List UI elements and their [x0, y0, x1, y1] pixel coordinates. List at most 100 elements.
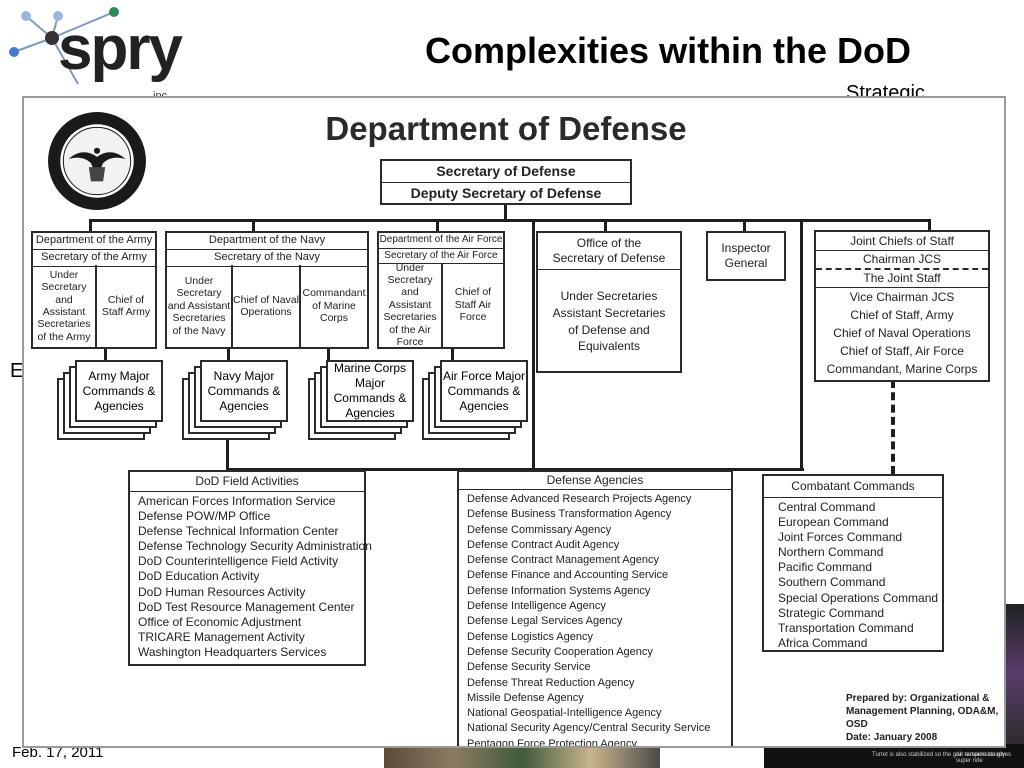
- photo-caption-2: Air suspension gives super ride: [956, 752, 1012, 764]
- defense-agency-item: Defense Business Transformation Agency: [467, 508, 672, 521]
- org-chart-title: Department of Defense: [325, 110, 687, 147]
- jcs-header: Joint Chiefs of Staff: [816, 232, 988, 251]
- marine-commands: Marine Corps Major Commands & Agencies: [326, 360, 414, 422]
- combatant-command-item: Pacific Command: [778, 560, 873, 575]
- secretary-of-defense: Secretary of Defense: [382, 161, 630, 183]
- prepared-line: Prepared by: Organizational &: [846, 693, 990, 704]
- connector: [604, 219, 607, 233]
- defense-agency-item: Defense Security Service: [467, 661, 591, 674]
- combatant-command-item: Transportation Command: [778, 620, 914, 635]
- connector: [504, 205, 507, 219]
- connector: [226, 468, 804, 471]
- navy-dept-header: Department of the Navy: [167, 233, 367, 250]
- combatant-command-item: Southern Command: [778, 575, 886, 590]
- connector: [104, 348, 107, 360]
- field-activities-header: DoD Field Activities: [130, 472, 364, 492]
- field-activity-item: Office of Economic Adjustment: [138, 614, 302, 629]
- chief-of-naval-operations: Chief of Naval Operations: [233, 293, 299, 318]
- connector: [451, 348, 454, 360]
- footer-date: Feb. 17, 2011: [12, 744, 104, 761]
- army-commands: Army Major Commands & Agencies: [75, 360, 163, 422]
- defense-agency-item: Defense Contract Audit Agency: [467, 538, 620, 551]
- field-activity-item: Washington Headquarters Services: [138, 644, 327, 659]
- jcs-box: Joint Chiefs of Staff Chairman JCS The J…: [814, 230, 990, 382]
- dashed-connector: [891, 380, 895, 474]
- combatant-command-item: Special Operations Command: [778, 590, 939, 605]
- network-logo-icon: [9, 7, 119, 85]
- army-under-secretaries: Under Secretary and Assistant Secretarie…: [37, 268, 91, 343]
- jcs-member: Vice Chairman JCS: [849, 290, 955, 304]
- connector: [327, 348, 330, 360]
- dod-seal-icon: [48, 112, 146, 210]
- army-box: Department of the Army Secretary of the …: [31, 231, 157, 349]
- field-activity-item: DoD Education Activity: [138, 569, 260, 584]
- defense-agency-item: Defense Finance and Accounting Service: [467, 569, 669, 582]
- defense-agency-item: Defense Information Systems Agency: [467, 584, 651, 597]
- combatant-command-item: European Command: [778, 515, 889, 530]
- prepared-by-note: Prepared by: Organizational & Management…: [846, 692, 998, 744]
- connector: [226, 438, 229, 468]
- field-activity-item: DoD Human Resources Activity: [138, 584, 306, 599]
- prepared-line: OSD: [846, 719, 868, 730]
- osd-body: Under Secretaries Assistant Secretaries …: [552, 289, 666, 354]
- defense-agency-item: Defense Logistics Agency: [467, 630, 593, 643]
- field-activity-item: Defense Technical Information Center: [138, 524, 339, 539]
- connector: [800, 219, 803, 469]
- osd-box: Office of the Secretary of Defense Under…: [536, 231, 682, 373]
- defense-agency-item: Defense Contract Management Agency: [467, 554, 660, 567]
- jcs-member: Commandant, Marine Corps: [826, 362, 978, 376]
- combatant-command-item: Central Command: [778, 500, 876, 514]
- osd-header: Office of the Secretary of Defense: [538, 233, 680, 270]
- combatant-commands-header: Combatant Commands: [764, 476, 942, 498]
- airforce-under-secretaries: Under Secretary and Assistant Secretarie…: [383, 261, 437, 348]
- navy-box: Department of the Navy Secretary of the …: [165, 231, 369, 349]
- prepared-line: Date: January 2008: [846, 732, 938, 743]
- defense-agency-item: National Security Agency/Central Securit…: [467, 722, 711, 735]
- connector: [436, 219, 439, 233]
- field-activity-item: Defense POW/MP Office: [138, 509, 271, 524]
- inspector-general: Inspector General: [721, 241, 771, 270]
- airforce-chief-of-staff: Chief of Staff Air Force: [454, 286, 492, 324]
- jcs-member: Chief of Staff, Air Force: [840, 344, 964, 358]
- jcs-member: Chief of Staff, Army: [850, 308, 954, 322]
- army-secretary-header: Secretary of the Army: [33, 250, 155, 267]
- defense-agency-item: Defense Intelligence Agency: [467, 600, 606, 613]
- defense-agency-item: Defense Legal Services Agency: [467, 615, 623, 628]
- jcs-member: Chief of Naval Operations: [833, 326, 971, 340]
- defense-agency-item: National Geospatial-Intelligence Agency: [467, 707, 662, 720]
- combatant-command-item: Africa Command: [778, 635, 868, 650]
- deputy-secretary-of-defense: Deputy Secretary of Defense: [410, 185, 602, 201]
- navy-under-secretaries: Under Secretary and Assistant Secretarie…: [167, 275, 231, 337]
- airforce-commands: Air Force Major Commands & Agencies: [440, 360, 528, 422]
- logo-wordmark: spry: [58, 14, 183, 83]
- navy-commands: Navy Major Commands & Agencies: [200, 360, 288, 422]
- secretary-of-defense-box: Secretary of Defense Deputy Secretary of…: [380, 159, 632, 205]
- connector: [928, 219, 931, 233]
- defense-agency-item: Defense Security Cooperation Agency: [467, 645, 653, 658]
- field-activities-box: DoD Field Activities American Forces Inf…: [128, 470, 372, 666]
- commandant-marine-corps: Commandant of Marine Corps: [302, 287, 366, 325]
- connector: [532, 219, 535, 471]
- inspector-general-box: Inspector General: [706, 231, 786, 281]
- connector: [89, 219, 931, 222]
- field-activity-item: American Forces Information Service: [138, 494, 336, 508]
- army-dept-header: Department of the Army: [33, 233, 155, 250]
- field-activity-item: Defense Technology Security Administrati…: [138, 539, 372, 554]
- defense-agency-item: Defense Threat Reduction Agency: [467, 676, 635, 689]
- photo-caption-1: Turret is also stabilized so the gun rem…: [872, 752, 1006, 758]
- defense-agency-item: Pentagon Force Protection Agency: [467, 737, 637, 748]
- connector: [227, 348, 230, 360]
- defense-agencies-header: Defense Agencies: [459, 472, 731, 490]
- defense-agency-item: Missile Defense Agency: [467, 691, 584, 704]
- field-activity-item: TRICARE Management Activity: [138, 629, 305, 644]
- combatant-command-item: Northern Command: [778, 545, 884, 560]
- field-activity-item: DoD Test Resource Management Center: [138, 599, 355, 614]
- defense-agencies-list: Defense Advanced Research Projects Agenc…: [459, 490, 731, 748]
- field-activity-item: DoD Counterintelligence Field Activity: [138, 554, 339, 569]
- connector: [743, 219, 746, 233]
- combatant-command-item: Strategic Command: [778, 605, 885, 620]
- defense-agencies-box: Defense Agencies Defense Advanced Resear…: [457, 470, 733, 748]
